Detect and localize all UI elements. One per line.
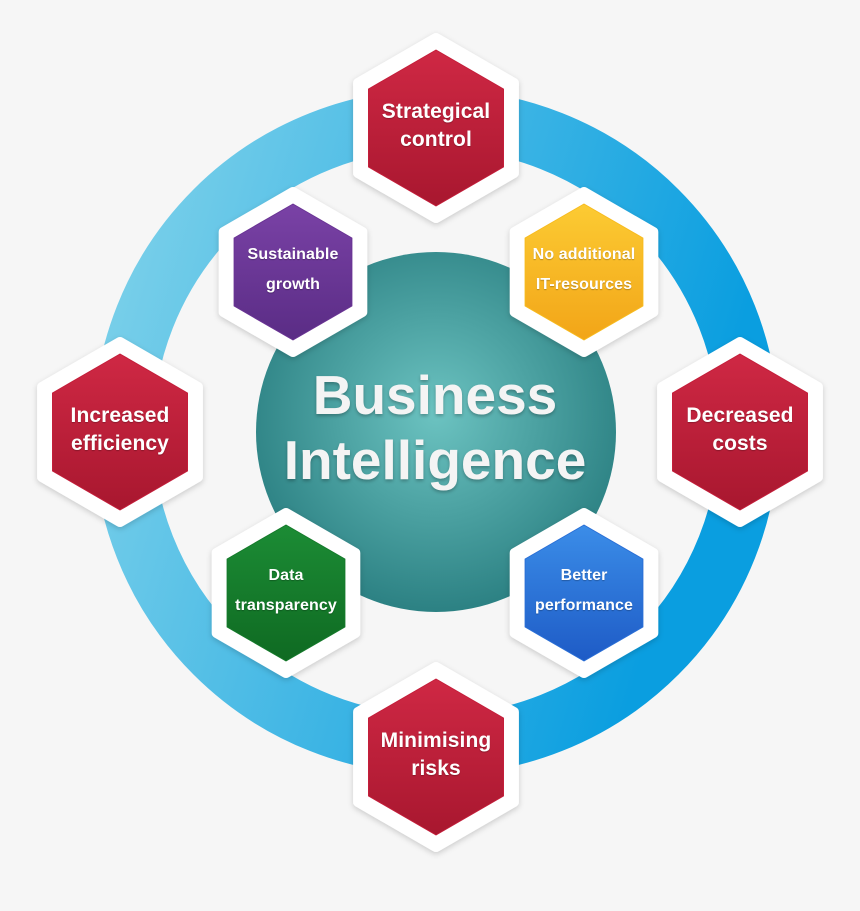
- label-strategical-control: Strategical control: [351, 76, 521, 176]
- hexagon-strategical-control: [353, 33, 519, 223]
- label-line: Decreased: [686, 404, 794, 428]
- label-line: Data: [268, 566, 304, 584]
- hexagon-fill-sustainable-growth: [233, 203, 353, 341]
- hexagon-sustainable-growth: [218, 187, 368, 357]
- label-decreased-costs: Decreased costs: [655, 380, 825, 480]
- hexagon-better-performance: [509, 508, 659, 678]
- hexagon-fill-strategical-control: [368, 49, 504, 207]
- hexagon-fill-decreased-costs: [672, 353, 808, 511]
- hexagon-fill-data-transparency: [226, 524, 346, 662]
- label-sustainable-growth: Sustainable growth: [218, 220, 368, 320]
- label-line: Strategical: [381, 100, 491, 124]
- hexagon-fill-minimising-risks: [368, 678, 504, 836]
- label-line: risks: [411, 757, 461, 780]
- center-title-line-2: Intelligence: [283, 429, 587, 491]
- hexagon-minimising-risks: [353, 662, 519, 852]
- hexagon-no-additional-it-resources: [509, 187, 659, 357]
- label-line: Sustainable: [247, 245, 339, 263]
- center-title-line-1: Business: [312, 364, 558, 427]
- label-line: performance: [534, 597, 634, 614]
- label-line: costs: [712, 432, 768, 455]
- label-data-transparency: Data transparency: [211, 541, 361, 641]
- label-line: transparency: [235, 597, 337, 614]
- label-line: growth: [266, 276, 320, 293]
- label-better-performance: Better performance: [509, 541, 659, 641]
- label-line: No additional: [532, 245, 636, 263]
- hexagon-fill-increased-efficiency: [52, 353, 188, 511]
- hexagon-data-transparency: [211, 508, 361, 678]
- label-minimising-risks: Minimising risks: [351, 705, 521, 805]
- hexagon-fill-better-performance: [524, 524, 644, 662]
- hexagon-decreased-costs: [657, 337, 823, 527]
- label-line: IT-resources: [535, 276, 633, 293]
- hexagon-increased-efficiency: [37, 337, 203, 527]
- center-title: Business Intelligence: [255, 358, 615, 498]
- hexagon-fill-no-additional-it-resources: [524, 203, 644, 341]
- label-increased-efficiency: Increased efficiency: [35, 380, 205, 480]
- label-line: efficiency: [71, 432, 169, 455]
- label-line: Better: [560, 566, 608, 584]
- label-line: Increased: [70, 404, 170, 428]
- label-line: Minimising: [380, 729, 492, 753]
- label-line: control: [400, 128, 472, 151]
- center-circle: [256, 252, 616, 612]
